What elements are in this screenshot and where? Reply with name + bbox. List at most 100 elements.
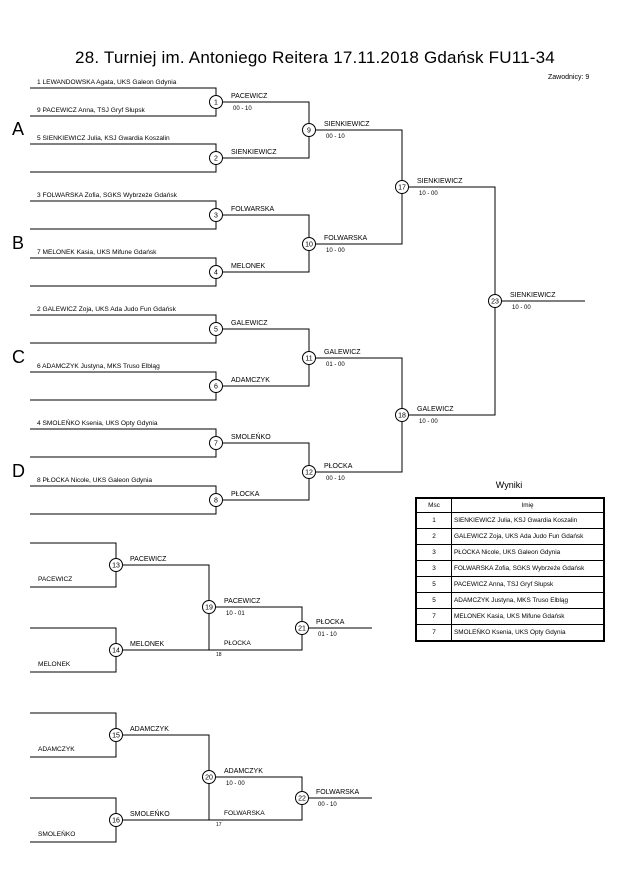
match-node	[209, 379, 223, 393]
match-winner: FOLWARSKA	[231, 206, 275, 213]
entry-label: 3 FOLWARSKA Zofia, SGKS Wybrzeże Gdańsk	[37, 192, 178, 199]
page-title: 28. Turniej im. Antoniego Reitera 17.11.…	[75, 48, 555, 67]
pool-label-c: C	[12, 347, 25, 367]
repechage-entry-label: PACEWICZ	[38, 576, 72, 583]
match-node	[395, 180, 409, 194]
match-score: 10 - 00	[326, 248, 345, 254]
repechage-entry-label: MELONEK	[38, 661, 71, 668]
match-winner: PŁOCKA	[324, 463, 353, 470]
match-score: 10 - 00	[512, 305, 531, 311]
match-number: 6	[214, 384, 218, 391]
match-winner: ADAMCZYK	[224, 768, 263, 775]
match-node	[202, 770, 216, 784]
repechage-source-ref: 18	[216, 652, 222, 658]
match-node	[302, 123, 316, 137]
match-winner: GALEWICZ	[324, 349, 361, 356]
match-winner: SIENKIEWICZ	[510, 292, 556, 299]
table-row: 1 SIENKIEWICZ Julia, KSJ Gwardia Koszali…	[415, 512, 605, 529]
match-number: 23	[491, 299, 499, 306]
table-row: 7 SMOLEŃKO Ksenia, UKS Opty Gdynia	[415, 624, 605, 642]
match-number: 2	[214, 156, 218, 163]
match-winner: PŁOCKA	[231, 491, 260, 498]
match-score: 01 - 00	[326, 362, 345, 368]
match-winner: SMOLEŃKO	[130, 809, 170, 818]
match-winner: GALEWICZ	[417, 406, 454, 413]
match-score: 10 - 00	[419, 191, 438, 197]
entry-label: 2 GALEWICZ Zoja, UKS Ada Judo Fun Gdańsk	[37, 306, 177, 313]
match-node	[209, 95, 223, 109]
match-number: 5	[214, 327, 218, 334]
entry-label: 5 SIENKIEWICZ Julia, KSJ Gwardia Koszali…	[37, 135, 170, 142]
match-number: 20	[205, 775, 213, 782]
match-node	[395, 408, 409, 422]
match-node	[302, 465, 316, 479]
results-header-row: Msc Imię	[415, 497, 605, 513]
repechage-incoming-winner: PŁOCKA	[224, 640, 251, 647]
match-node	[209, 436, 223, 450]
result-name: GALEWICZ Zoja, UKS Ada Judo Fun Gdańsk	[451, 528, 605, 545]
match-node	[202, 600, 216, 614]
match-score: 10 - 00	[226, 781, 245, 787]
match-number: 18	[398, 413, 406, 420]
match-winner: MELONEK	[130, 641, 165, 648]
entry-label: 7 MELONEK Kasia, UKS Mifune Gdańsk	[37, 249, 157, 256]
repechage-source-ref: 17	[216, 822, 222, 828]
match-number: 17	[398, 185, 406, 192]
match-number: 19	[205, 605, 213, 612]
result-name: SIENKIEWICZ Julia, KSJ Gwardia Koszalin	[451, 512, 605, 529]
table-row: 5 ADAMCZYK Justyna, MKS Truso Elbląg	[415, 592, 605, 609]
results-col-place: Msc	[415, 497, 452, 513]
result-name: ADAMCZYK Justyna, MKS Truso Elbląg	[451, 592, 605, 609]
results-col-name: Imię	[451, 497, 605, 513]
match-winner: FOLWARSKA	[324, 235, 368, 242]
match-winner: SIENKIEWICZ	[231, 149, 277, 156]
match-number: 9	[307, 128, 311, 135]
match-number: 10	[305, 242, 313, 249]
result-place: 7	[415, 624, 452, 642]
match-number: 16	[112, 818, 120, 825]
match-winner: PŁOCKA	[316, 619, 345, 626]
result-place: 3	[415, 544, 452, 561]
repechage-entry-label: ADAMCZYK	[38, 746, 75, 753]
match-number: 8	[214, 498, 218, 505]
match-winner: ADAMCZYK	[130, 726, 169, 733]
match-score: 10 - 01	[226, 611, 245, 617]
table-row: 2 GALEWICZ Zoja, UKS Ada Judo Fun Gdańsk	[415, 528, 605, 545]
match-node	[109, 643, 123, 657]
match-number: 3	[214, 213, 218, 220]
match-winner: MELONEK	[231, 263, 266, 270]
result-place: 7	[415, 608, 452, 625]
entry-label: 8 PŁOCKA Nicole, UKS Galeon Gdynia	[37, 477, 152, 484]
match-node	[209, 265, 223, 279]
match-number: 22	[298, 796, 306, 803]
match-node	[302, 237, 316, 251]
table-row: 3 PŁOCKA Nicole, UKS Galeon Gdynia	[415, 544, 605, 561]
match-node	[209, 493, 223, 507]
match-number: 13	[112, 563, 120, 570]
repechage-incoming-winner: FOLWARSKA	[224, 810, 265, 817]
entry-label: 6 ADAMCZYK Justyna, MKS Truso Elbląg	[37, 363, 160, 370]
match-number: 12	[305, 470, 313, 477]
table-row: 3 FOLWARSKA Zofia, SGKS Wybrzeże Gdańsk	[415, 560, 605, 577]
match-score: 00 - 10	[233, 106, 252, 112]
competitor-count: Zawodnicy: 9	[548, 74, 590, 81]
result-place: 1	[415, 512, 452, 529]
match-number: 4	[214, 270, 218, 277]
match-winner: SMOLEŃKO	[231, 432, 271, 441]
match-score: 01 - 10	[318, 632, 337, 638]
match-winner: ADAMCZYK	[231, 377, 270, 384]
pool-label-b: B	[12, 233, 25, 253]
entry-label: 9 PACEWICZ Anna, TSJ Gryf Słupsk	[37, 107, 146, 114]
match-winner: PACEWICZ	[231, 93, 268, 100]
match-score: 10 - 00	[419, 419, 438, 425]
match-node	[302, 351, 316, 365]
results-title: Wyniki	[495, 480, 523, 490]
results-table: Msc Imię 1 SIENKIEWICZ Julia, KSJ Gwardi…	[415, 497, 605, 642]
match-number: 11	[305, 356, 312, 363]
match-winner: FOLWARSKA	[316, 789, 360, 796]
match-winner: PACEWICZ	[130, 556, 167, 563]
match-number: 14	[112, 648, 120, 655]
entry-label: 4 SMOLEŃKO Ksenia, UKS Opty Gdynia	[37, 418, 158, 427]
